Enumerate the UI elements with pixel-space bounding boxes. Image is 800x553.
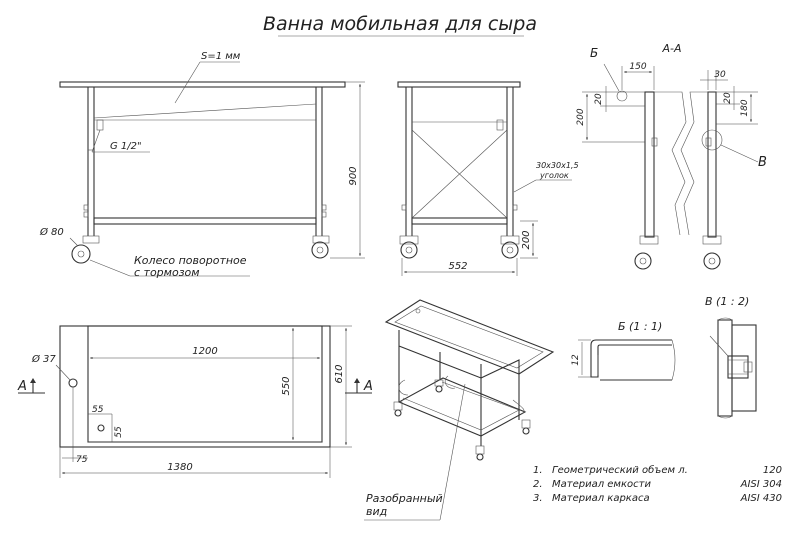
detail-b-dimension: 12 — [571, 354, 581, 366]
aa-dim-180: 180 — [740, 99, 750, 116]
note-2-number: 2. — [533, 479, 543, 490]
note-2-text: Материал емкости — [552, 479, 651, 490]
plan-offset-55-v: 55 — [114, 426, 124, 438]
iso-caption-line1: Разобранный — [366, 492, 443, 505]
side-left-wheel — [400, 241, 418, 259]
wheel-diameter-label: Ø 80 — [39, 226, 64, 238]
detail-b-label: Б (1 : 1) — [618, 320, 662, 333]
note-2-value: AISI 304 — [740, 479, 782, 490]
angle-type-label: уголок — [539, 171, 569, 180]
front-tank-slope — [93, 103, 317, 119]
note-3-text: Материал каркаса — [552, 493, 650, 504]
drawing-title: Ванна мобильная для сыра — [263, 13, 537, 35]
callout-v-label: В — [758, 155, 767, 170]
detail-v-nut — [727, 355, 749, 379]
plan-overall-depth: 610 — [334, 364, 345, 383]
drain-valve — [96, 119, 104, 131]
note-3-value: AISI 430 — [740, 493, 782, 504]
side-lower-height: 200 — [521, 230, 532, 249]
side-lower-shelf — [411, 217, 508, 225]
aa-dim-20-left: 20 — [594, 93, 604, 105]
isometric-view: Разобранный вид — [364, 299, 555, 521]
thread-label: G 1/2" — [110, 141, 142, 152]
side-right-wheel — [501, 241, 519, 259]
note-1-text: Геометрический объем л. — [552, 464, 688, 476]
front-right-wheel — [311, 241, 329, 259]
side-view: 552 200 30x30x1,5 уголок — [397, 81, 579, 276]
iso-caption-line2: вид — [366, 505, 387, 518]
plan-drain — [97, 424, 105, 432]
hole-diameter-label: Ø 37 — [31, 353, 56, 365]
aa-left-wheel — [634, 252, 652, 270]
section-aa-label: А-А — [661, 42, 681, 55]
aa-dim-20-right: 20 — [723, 92, 733, 104]
callout-b-label: Б — [590, 46, 598, 60]
detail-v-view: В (1 : 2) — [705, 295, 757, 419]
section-mark-left: А — [17, 379, 27, 394]
section-aa-view: А-А Б В 150 20 200 — [576, 42, 767, 270]
note-3-number: 3. — [533, 493, 543, 504]
plan-depth-dimension: 550 — [281, 376, 292, 395]
side-tabletop — [397, 81, 521, 88]
detail-v-label: В (1 : 2) — [705, 295, 749, 308]
aa-dim-200: 200 — [576, 108, 586, 125]
callout-v-circle — [701, 129, 723, 151]
plan-hole — [68, 378, 78, 388]
aa-right-wheel — [703, 252, 721, 270]
angle-size-label: 30x30x1,5 — [536, 161, 579, 170]
notes-list: 1. Геометрический объем л. 120 2. Матери… — [533, 464, 782, 504]
aa-dim-150: 150 — [629, 62, 646, 72]
front-view: S=1 мм G 1/2" 900 Ø 80 Колесо поворотное… — [39, 51, 365, 279]
plan-offset-55-h: 55 — [92, 405, 104, 415]
front-left-wheel — [71, 244, 91, 264]
front-lower-shelf — [93, 217, 317, 225]
section-mark-right: А — [363, 379, 373, 394]
sheet-thickness-label: S=1 мм — [201, 51, 241, 62]
wheel-note-line1: Колесо поворотное — [134, 254, 247, 267]
iso-tank-rim — [384, 299, 555, 375]
plan-view: Ø 37 1200 550 610 1380 75 55 55 А — [17, 325, 373, 478]
detail-b-view: Б (1 : 1) 12 — [571, 320, 676, 381]
front-tabletop — [59, 81, 346, 88]
note-1-value: 120 — [763, 465, 782, 476]
wheel-note-line2: с тормозом — [134, 266, 200, 279]
iso-lower-frame — [397, 377, 527, 437]
plan-width-dimension: 1200 — [192, 346, 217, 357]
note-1-number: 1. — [533, 465, 543, 476]
plan-offset-75: 75 — [76, 455, 88, 465]
aa-dim-30: 30 — [714, 70, 726, 80]
plan-overall-length: 1380 — [167, 462, 192, 473]
callout-b-circle — [616, 90, 628, 102]
side-width-dimension: 552 — [448, 261, 467, 272]
height-dimension: 900 — [348, 166, 359, 185]
